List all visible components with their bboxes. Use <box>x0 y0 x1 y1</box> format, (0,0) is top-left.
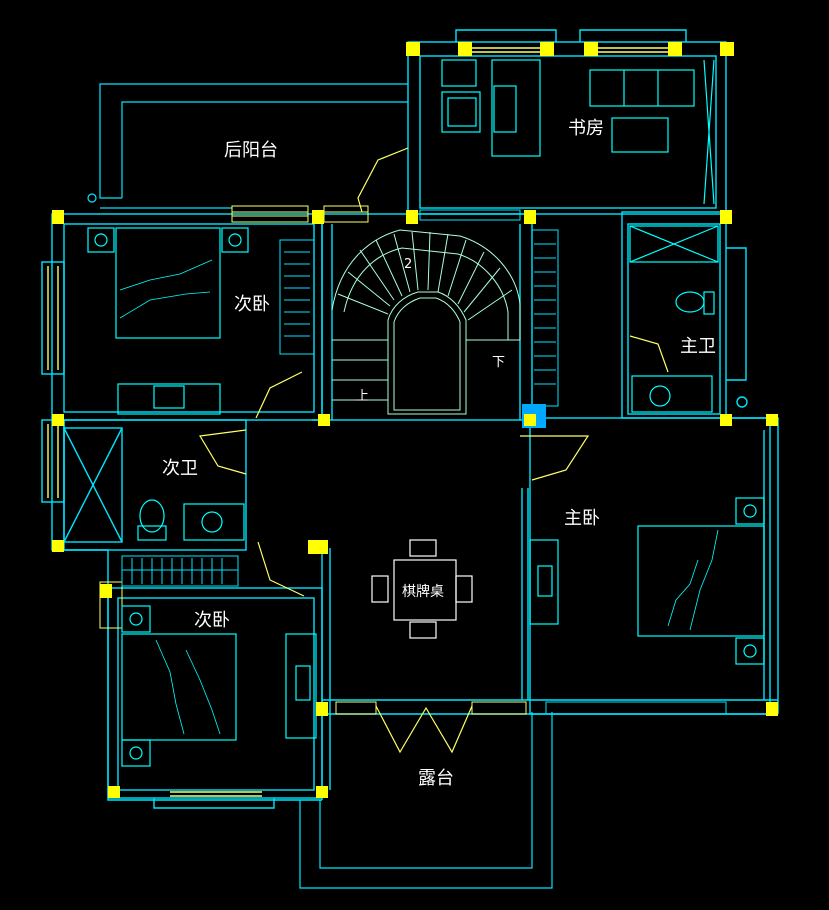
columns <box>52 42 778 798</box>
window-strips <box>99 205 727 715</box>
room-label-bedroom-lower: 次卧 <box>194 610 230 631</box>
stair-down-label: 下 <box>492 355 505 370</box>
room-label-study: 书房 <box>568 118 604 139</box>
shelves <box>121 229 559 587</box>
room-label-secondary-bath: 次卫 <box>162 458 198 479</box>
room-label-bedroom-upper: 次卧 <box>234 294 270 315</box>
bed-lower-left <box>121 633 237 741</box>
bed-master <box>637 525 765 637</box>
desk-upper-left <box>117 383 221 415</box>
room-label-master-bath: 主卫 <box>680 336 716 357</box>
door-swings <box>199 147 669 754</box>
room-label-master-bedroom: 主卧 <box>564 508 600 529</box>
staircase <box>331 229 521 415</box>
room-label-rear-balcony: 后阳台 <box>224 140 278 161</box>
room-label-terrace: 露台 <box>418 768 454 789</box>
bed-upper-left <box>115 227 221 339</box>
furniture <box>87 59 765 767</box>
stair-landing-label: 2 <box>404 257 412 272</box>
stair-up-label: 上 <box>356 389 369 404</box>
terrace-outline <box>299 712 553 889</box>
walls <box>41 29 779 809</box>
rear-balcony-outline <box>87 83 408 209</box>
label-card-table: 棋牌桌 <box>402 583 444 600</box>
